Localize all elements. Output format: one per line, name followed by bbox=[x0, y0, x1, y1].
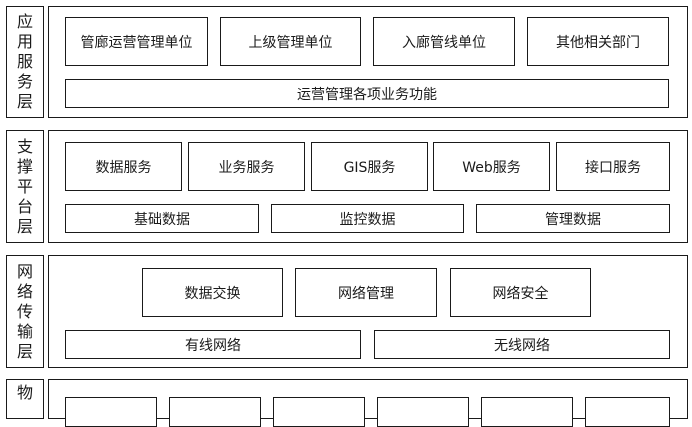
box-physical-5 bbox=[481, 397, 573, 427]
box-physical-2 bbox=[169, 397, 261, 427]
box-web-service: Web服务 bbox=[433, 142, 550, 191]
box-wireless-network: 无线网络 bbox=[374, 330, 670, 359]
layer-label-text: 应用服务层 bbox=[17, 12, 34, 111]
box-pipe-gallery-operator: 管廊运营管理单位 bbox=[65, 17, 208, 66]
layer-body-application: 管廊运营管理单位 上级管理单位 入廊管线单位 其他相关部门 运营管理各项业务功能 bbox=[48, 6, 688, 118]
box-operation-functions: 运营管理各项业务功能 bbox=[65, 79, 669, 108]
box-other-departments: 其他相关部门 bbox=[527, 17, 669, 66]
layer-body-network-transport: 数据交换 网络管理 网络安全 有线网络 无线网络 bbox=[48, 255, 688, 368]
box-data-exchange: 数据交换 bbox=[142, 268, 283, 317]
layer-body-physical bbox=[48, 379, 688, 427]
box-physical-6 bbox=[585, 397, 670, 427]
box-gis-service: GIS服务 bbox=[311, 142, 428, 191]
box-network-security: 网络安全 bbox=[450, 268, 591, 317]
box-network-management: 网络管理 bbox=[295, 268, 437, 317]
layer-label-support-platform: 支撑平台层 bbox=[6, 130, 44, 243]
box-business-service: 业务服务 bbox=[188, 142, 305, 191]
box-physical-4 bbox=[377, 397, 469, 427]
box-wired-network: 有线网络 bbox=[65, 330, 361, 359]
box-monitoring-data: 监控数据 bbox=[271, 204, 464, 233]
box-physical-1 bbox=[65, 397, 157, 427]
box-data-service: 数据服务 bbox=[65, 142, 182, 191]
box-interface-service: 接口服务 bbox=[556, 142, 670, 191]
layer-label-text: 网络传输层 bbox=[17, 261, 34, 361]
layer-label-physical: 物 bbox=[6, 379, 44, 419]
layer-label-network-transport: 网络传输层 bbox=[6, 255, 44, 368]
layer-label-text: 物 bbox=[17, 383, 34, 402]
layer-label-text: 支撑平台层 bbox=[17, 136, 34, 236]
box-physical-3 bbox=[273, 397, 365, 427]
layer-body-support-platform: 数据服务 业务服务 GIS服务 Web服务 接口服务 基础数据 监控数据 管理数… bbox=[48, 130, 688, 243]
box-superior-management: 上级管理单位 bbox=[220, 17, 361, 66]
layer-label-application: 应用服务层 bbox=[6, 6, 44, 118]
box-management-data: 管理数据 bbox=[476, 204, 670, 233]
box-basic-data: 基础数据 bbox=[65, 204, 259, 233]
box-pipeline-unit: 入廊管线单位 bbox=[373, 17, 515, 66]
